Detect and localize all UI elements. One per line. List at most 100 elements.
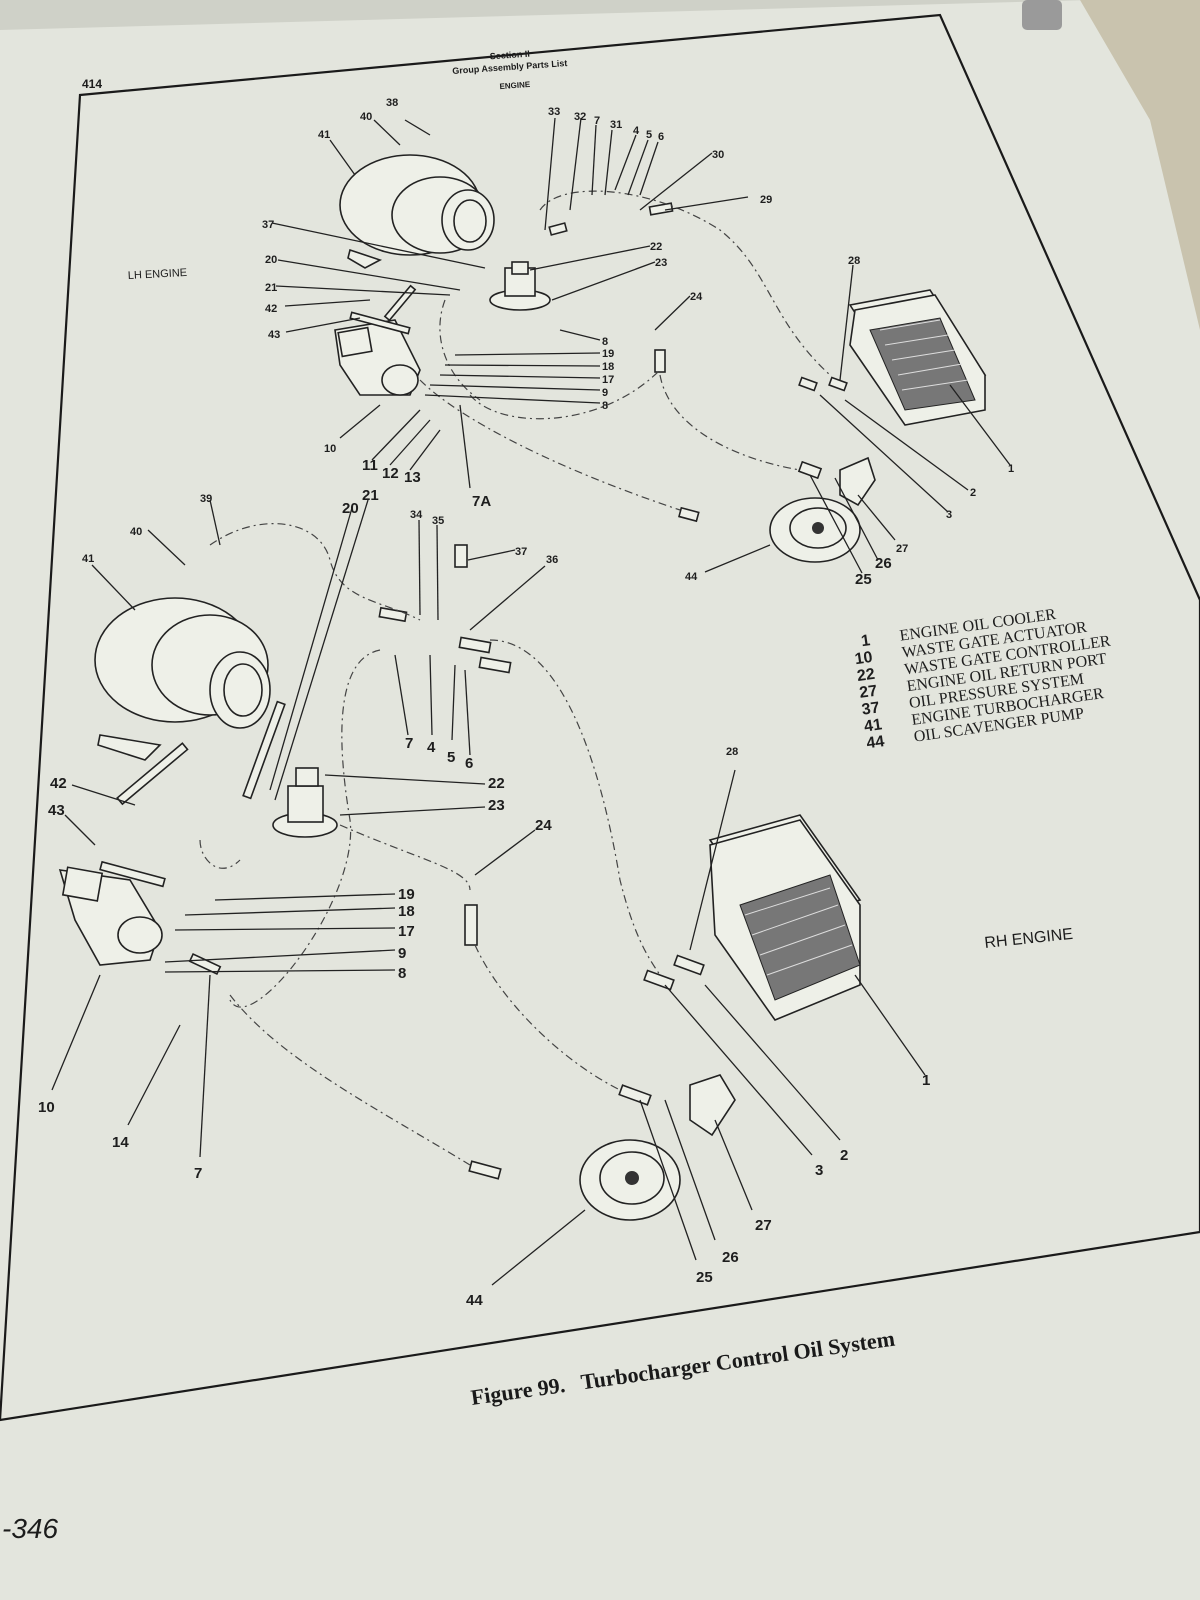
- callout-20: 20: [265, 254, 277, 266]
- callout-7a: 7A: [472, 493, 491, 510]
- callout-13: 13: [404, 469, 421, 486]
- callout-7c: 7: [194, 1165, 202, 1182]
- callout-7: 7: [594, 115, 600, 127]
- section-heading: Section II: [489, 49, 530, 62]
- callout-42: 42: [265, 303, 277, 315]
- callout-9: 9: [602, 387, 608, 399]
- callouts-center: 39 40 41 20 21 34 35 37 36 7 4 5 6 22 23…: [82, 487, 558, 834]
- rh-oil-cooler: [708, 814, 862, 1021]
- callout-44b: 44: [466, 1292, 483, 1309]
- callout-40: 40: [360, 111, 372, 123]
- callout-17b: 17: [398, 923, 415, 940]
- callout-9b: 9: [398, 945, 406, 962]
- callout-17: 17: [602, 374, 614, 386]
- legend-num-22: 22: [856, 666, 876, 685]
- callout-6b: 6: [465, 755, 473, 772]
- callout-21b: 21: [362, 487, 379, 504]
- page-number: 414: [82, 77, 102, 91]
- callout-43b: 43: [48, 802, 65, 819]
- callout-5: 5: [646, 129, 652, 141]
- footer-page-number: -346: [2, 1513, 58, 1544]
- callout-8b: 8: [398, 965, 406, 982]
- page-edge-stack: [1080, 0, 1200, 330]
- callout-23: 23: [655, 257, 667, 269]
- callout-6: 6: [658, 131, 664, 143]
- rh-fittings: [116, 544, 705, 1180]
- callout-40b: 40: [130, 526, 142, 538]
- lh-engine-label: LH ENGINE: [128, 267, 188, 282]
- legend-num-1: 1: [860, 632, 871, 650]
- lh-fittings: [349, 202, 848, 523]
- callout-3b: 3: [815, 1162, 823, 1179]
- group-heading: ENGINE: [499, 80, 531, 91]
- leader-lines: [51, 117, 1011, 1286]
- callout-33: 33: [548, 106, 560, 118]
- callout-1: 1: [1008, 463, 1014, 475]
- callout-28: 28: [848, 255, 860, 267]
- callout-8-top: 8: [602, 336, 608, 348]
- callout-4b: 4: [427, 739, 436, 756]
- callouts-rh: 42 43 19 18 17 9 8 10 14 7 28 1 2 3 27 2…: [38, 746, 930, 1309]
- lh-oil-cooler: [848, 289, 987, 426]
- callout-24b: 24: [535, 817, 552, 834]
- callout-19b: 19: [398, 886, 415, 903]
- callout-11: 11: [362, 457, 378, 474]
- lh-scavenger-pump: [769, 497, 861, 563]
- callout-5b: 5: [447, 749, 455, 766]
- legend-num-27: 27: [858, 683, 878, 702]
- rh-turbocharger: [94, 597, 271, 761]
- legend-num-10: 10: [854, 649, 874, 668]
- callout-25b: 25: [696, 1269, 713, 1286]
- callout-37: 37: [262, 219, 274, 231]
- callout-12: 12: [382, 465, 399, 482]
- legend: 1 ENGINE OIL COOLER 10 WASTE GATE ACTUAT…: [854, 606, 1112, 752]
- callouts-lh: 38 40 41 37 20 21 42 43 10 11 12 13 7A 3…: [262, 97, 1014, 588]
- lh-wastegate-controller: [489, 261, 551, 311]
- callout-2: 2: [970, 487, 976, 499]
- legend-num-44: 44: [865, 733, 885, 752]
- callout-20b: 20: [342, 500, 359, 517]
- callout-27: 27: [896, 543, 908, 555]
- callout-26b: 26: [722, 1249, 739, 1266]
- callout-41: 41: [318, 129, 330, 141]
- legend-num-41: 41: [863, 716, 883, 735]
- callout-29: 29: [760, 194, 772, 206]
- callout-38: 38: [386, 97, 398, 109]
- callout-23b: 23: [488, 797, 505, 814]
- callout-26: 26: [875, 555, 892, 572]
- binder-ring: [1022, 0, 1062, 30]
- rh-oil-lines: [199, 523, 661, 1166]
- callout-18: 18: [602, 361, 614, 373]
- callout-25: 25: [855, 571, 872, 588]
- figure-frame: [0, 13, 1200, 1422]
- callout-3: 3: [946, 509, 952, 521]
- callout-41b: 41: [82, 553, 94, 565]
- callout-31: 31: [610, 119, 622, 131]
- callout-4: 4: [633, 125, 640, 137]
- callout-7b: 7: [405, 735, 413, 752]
- callout-27b: 27: [755, 1217, 772, 1234]
- callout-39: 39: [200, 493, 212, 505]
- lh-wastegate-actuator: [334, 319, 421, 396]
- callout-19: 19: [602, 348, 614, 360]
- callout-44: 44: [685, 571, 698, 583]
- lh-return-port: [839, 456, 876, 507]
- callout-32: 32: [574, 111, 586, 123]
- rh-wastegate-controller: [272, 767, 338, 838]
- callout-18b: 18: [398, 903, 415, 920]
- callout-14: 14: [112, 1134, 129, 1151]
- callout-36: 36: [546, 554, 558, 566]
- callout-8: 8: [602, 400, 608, 412]
- legend-num-37: 37: [861, 699, 881, 718]
- callout-1b: 1: [922, 1072, 930, 1089]
- callout-42b: 42: [50, 775, 67, 792]
- rh-return-port: [689, 1074, 736, 1137]
- callout-43: 43: [268, 329, 280, 341]
- callout-28b: 28: [726, 746, 738, 758]
- callout-24: 24: [690, 291, 703, 303]
- rh-wastegate-actuator: [58, 860, 166, 966]
- callout-10b: 10: [38, 1099, 55, 1116]
